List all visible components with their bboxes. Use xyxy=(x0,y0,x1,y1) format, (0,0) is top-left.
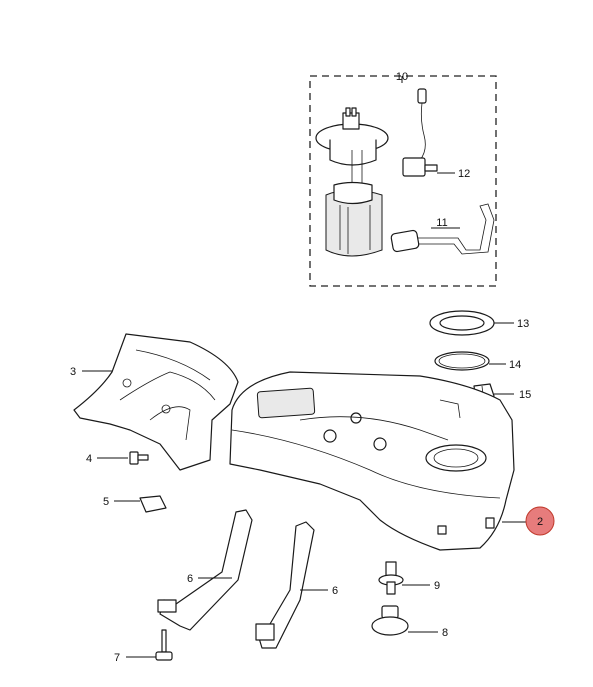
pump-module-group-box xyxy=(309,75,497,287)
fuel-tank[interactable] xyxy=(229,371,515,551)
callout-13[interactable]: 13 xyxy=(517,318,529,330)
fuel-pump-module[interactable] xyxy=(315,107,389,257)
mounting-stud[interactable] xyxy=(378,561,404,595)
callout-12[interactable]: 12 xyxy=(458,168,470,180)
callout-5[interactable]: 5 xyxy=(103,496,109,508)
lock-ring[interactable] xyxy=(429,310,495,336)
flange-nut[interactable] xyxy=(371,605,409,636)
bolt-heat-shield[interactable] xyxy=(129,451,149,465)
callout-14[interactable]: 14 xyxy=(509,359,521,371)
callout-2[interactable]: 2 xyxy=(537,516,543,528)
callout-6-right[interactable]: 6 xyxy=(332,585,338,597)
callout-4[interactable]: 4 xyxy=(86,453,92,465)
callout-6-left[interactable]: 6 xyxy=(187,573,193,585)
callout-15[interactable]: 15 xyxy=(519,389,531,401)
tank-strap-right[interactable] xyxy=(255,521,315,649)
callout-9[interactable]: 9 xyxy=(434,580,440,592)
callout-10[interactable]: 10 xyxy=(396,71,408,83)
strap-bolt[interactable] xyxy=(155,629,173,661)
rubber-pad[interactable] xyxy=(139,495,167,513)
callout-2-highlight xyxy=(525,506,555,536)
callout-11[interactable]: 11 xyxy=(436,217,447,229)
fuel-level-float-arm[interactable] xyxy=(390,203,495,255)
seal-o-ring[interactable] xyxy=(434,351,490,371)
callout-8[interactable]: 8 xyxy=(442,627,448,639)
fuel-level-sensor-harness[interactable] xyxy=(402,88,438,177)
tank-strap-left[interactable] xyxy=(157,509,253,631)
heat-shield[interactable] xyxy=(73,333,239,471)
callout-7[interactable]: 7 xyxy=(114,652,120,664)
callout-3[interactable]: 3 xyxy=(70,366,76,378)
